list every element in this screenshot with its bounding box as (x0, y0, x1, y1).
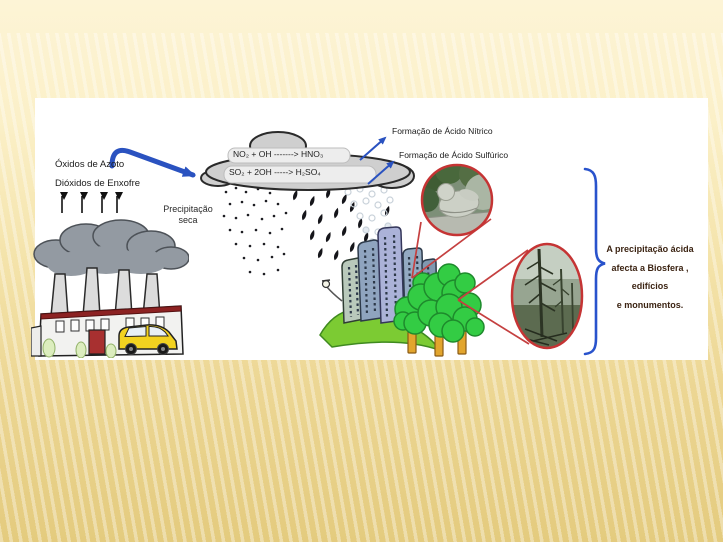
tree-foliage-icon (393, 263, 485, 343)
dead-forest-callout-image (510, 242, 584, 350)
smoke-cloud-icon (33, 219, 189, 276)
trees-illustration (393, 263, 485, 357)
bushes-icon (42, 338, 117, 358)
emission-label-sulfur-dioxides: Dióxidos de Enxofre (55, 177, 141, 189)
impact-line-1: A precipitação ácida (606, 244, 694, 254)
label-dry-precipitation: Precipitação seca (157, 204, 219, 226)
car-icon (118, 324, 178, 355)
label-formation-nitric: Formação de Ácido Nítrico (392, 126, 493, 136)
emission-source-label: Óxidos de Azoto Dióxidos de Enxofre (55, 156, 140, 193)
dry-deposition-dots-icon (222, 186, 288, 276)
statue-callout-image (420, 163, 494, 237)
dry-precipitation-line2: seca (178, 215, 198, 225)
equation-nitric-acid: NO₂ + OH -------> HNO₃ (233, 149, 324, 159)
factory-door-icon (88, 329, 106, 355)
impact-text: A precipitação ácida afecta a Biosfera ,… (595, 240, 705, 314)
emission-label-nitrogen-oxides: Óxidos de Azoto (55, 159, 125, 170)
impact-line-4: e monumentos. (616, 299, 684, 310)
dry-precipitation-line1: Precipitação (163, 204, 213, 214)
formation-arrows-icon (359, 136, 395, 185)
equation-band-top (227, 147, 351, 164)
diagram-panel: Óxidos de Azoto Dióxidos de Enxofre Prec… (31, 98, 708, 360)
factory-illustration (31, 219, 189, 358)
equation-band-bottom (223, 165, 377, 184)
impact-line-3: edifícios (631, 281, 669, 291)
equation-sulfuric-acid: SO₂ + 2OH -----> H₂SO₄ (229, 167, 321, 177)
transport-arrow-icon (109, 147, 196, 178)
label-formation-sulfuric: Formação de Ácido Sulfúrico (399, 150, 509, 160)
emission-arrows-icon (60, 192, 123, 213)
acid-cloud-illustration (200, 131, 415, 191)
curly-brace-icon (583, 167, 606, 356)
street-lamp-icon (321, 279, 343, 302)
impact-line-2: afecta a Biosfera , (611, 262, 689, 273)
